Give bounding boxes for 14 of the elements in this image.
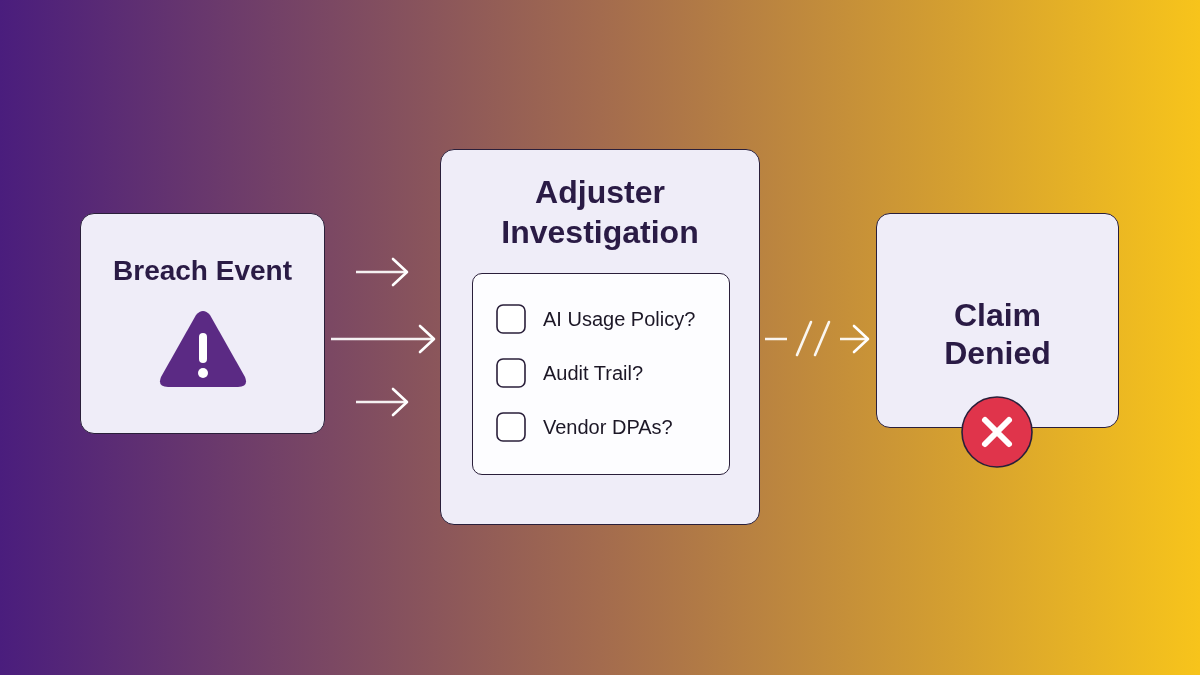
investigation-panel (440, 149, 760, 525)
event-box (80, 213, 325, 434)
arrow (331, 324, 436, 354)
checklist-panel (472, 273, 730, 475)
checklist-label: Vendor DPAs? (543, 415, 673, 440)
arrow (356, 387, 409, 417)
box-title: Breach Event (113, 254, 292, 288)
arrow (356, 257, 409, 287)
box-title: Adjuster Investigation (500, 173, 700, 252)
broken-arrow (765, 324, 870, 354)
outcome-box (876, 213, 1119, 428)
checklist-label: Audit Trail? (543, 361, 644, 386)
box-title: Claim Denied (943, 296, 1052, 372)
checklist-label: AI Usage Policy? (543, 307, 696, 332)
